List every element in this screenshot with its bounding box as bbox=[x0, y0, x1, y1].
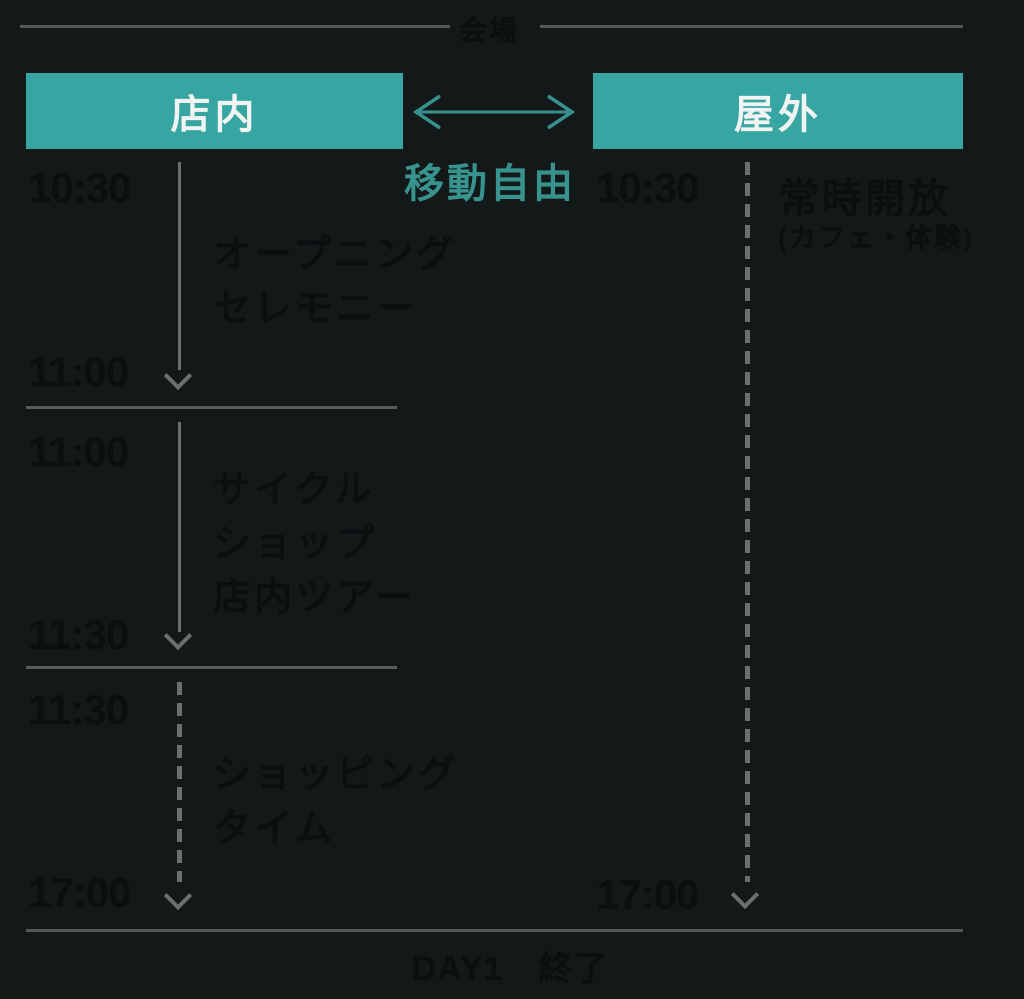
outdoor-dashed-arrow-line bbox=[745, 162, 750, 882]
indoor-event2-arrow-line bbox=[178, 422, 181, 632]
footer-label: DAY1 終了 bbox=[412, 950, 609, 988]
indoor-zone-header: 店内 bbox=[26, 73, 403, 149]
venue-line-right bbox=[540, 25, 963, 28]
indoor-event1-down-arrow-icon bbox=[163, 361, 193, 391]
indoor-event3-label-line1: ショッピング bbox=[213, 754, 460, 796]
venue-line-left bbox=[20, 25, 450, 28]
outdoor-zone-title: 屋外 bbox=[734, 93, 822, 137]
footer-line bbox=[26, 929, 963, 932]
indoor-event1-start-time: 10:30 bbox=[28, 164, 131, 211]
indoor-event2-start-time: 11:00 bbox=[28, 428, 129, 475]
indoor-event3-start-time: 11:30 bbox=[28, 686, 129, 733]
indoor-event3-end-time: 17:00 bbox=[28, 869, 131, 916]
indoor-event2-down-arrow-icon bbox=[163, 621, 193, 651]
indoor-event1-label-line2: セレモニー bbox=[213, 288, 419, 330]
venue-label: 会場 bbox=[459, 15, 520, 46]
indoor-event3-label: ショッピング タイム bbox=[213, 748, 459, 856]
indoor-event3-dashed-arrow-line bbox=[177, 682, 182, 882]
outdoor-event-label: 常時開放 bbox=[779, 177, 951, 221]
outdoor-down-arrow-icon bbox=[730, 880, 760, 910]
indoor-event2-label-line3: 店内ツアー bbox=[213, 577, 416, 619]
indoor-event2-end-time: 11:30 bbox=[28, 611, 129, 658]
outdoor-zone-header: 屋外 bbox=[593, 73, 963, 149]
transfer-label: 移動自由 bbox=[404, 162, 576, 206]
indoor-event1-label-line1: オープニング bbox=[213, 234, 457, 276]
outdoor-start-time: 10:30 bbox=[596, 164, 699, 211]
indoor-event1-label: オープニング セレモニー bbox=[213, 228, 457, 336]
indoor-event1-end-time: 11:00 bbox=[28, 348, 129, 395]
indoor-event3-down-arrow-icon bbox=[163, 881, 193, 911]
indoor-event1-arrow-line bbox=[178, 162, 181, 370]
indoor-event2-label-line1: サイクル bbox=[213, 469, 376, 511]
indoor-divider-1 bbox=[26, 406, 397, 409]
indoor-zone-title: 店内 bbox=[170, 93, 259, 137]
indoor-event2-label: サイクル ショップ 店内ツアー bbox=[213, 463, 416, 625]
indoor-event3-label-line2: タイム bbox=[213, 808, 336, 850]
indoor-divider-2 bbox=[26, 666, 397, 669]
outdoor-event-sublabel: (カフェ・体験) bbox=[778, 223, 974, 253]
indoor-event2-label-line2: ショップ bbox=[213, 523, 378, 565]
double-arrow-icon bbox=[412, 94, 576, 130]
outdoor-end-time: 17:00 bbox=[596, 871, 699, 918]
